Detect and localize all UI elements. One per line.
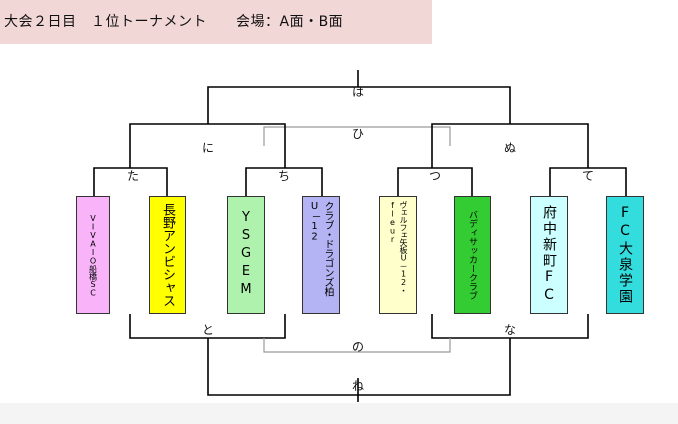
team-box-8: FC大泉学園 (606, 196, 644, 314)
lower-mid-connector (263, 338, 451, 353)
team-name: 府中新町FC (541, 205, 557, 305)
match-label-lower-mid: の (352, 340, 364, 354)
r1-c-connector (397, 167, 473, 196)
match-label-third-place-top: ひ (352, 127, 364, 141)
team-name: VIVAIO船橋SC (88, 213, 98, 297)
match-label-lower-left: と (202, 323, 214, 337)
header-banner: 大会２日目 １位トーナメント 会場：A面・B面 (0, 0, 432, 44)
match-label-semi-right: ぬ (504, 141, 516, 155)
team-name: FC大泉学園 (617, 205, 633, 305)
final-connector (207, 86, 511, 124)
match-label-final-top: は (352, 85, 364, 99)
match-label-lower-final: ね (352, 379, 364, 393)
team-name: YSGEM (238, 210, 254, 300)
r1-a-connector (93, 167, 168, 196)
page-title: 大会２日目 １位トーナメント 会場：A面・B面 (4, 14, 344, 30)
match-label-r1-c: つ (429, 169, 441, 183)
third-place-connector (263, 126, 451, 146)
upper-bracket-lines (93, 70, 627, 196)
team-name: ヴェルフェ矢板U－12・fleur (388, 201, 408, 294)
team-box-2: 長野アンビシャス (149, 196, 186, 314)
team-box-7: 府中新町FC (530, 196, 568, 314)
match-label-r1-d: て (582, 169, 594, 183)
semi-left-connector (129, 123, 286, 168)
match-label-semi-left: に (202, 141, 214, 155)
team-box-4: クラブ・ドラゴンズ柏 U－12 (302, 196, 340, 314)
team-name: 長野アンビシャス (160, 203, 175, 307)
match-label-lower-right: な (504, 323, 516, 337)
team-box-1: VIVAIO船橋SC (76, 196, 110, 314)
team-box-6: バディサッカークラブ (454, 196, 491, 314)
team-box-5: ヴェルフェ矢板U－12・fleur (379, 196, 417, 314)
team-box-3: YSGEM (227, 196, 265, 314)
team-name: クラブ・ドラゴンズ柏 U－12 (309, 201, 333, 306)
team-name: バディサッカークラブ (467, 210, 477, 300)
r1-d-connector (549, 167, 627, 196)
bottom-band (0, 403, 678, 424)
lower-final-connector (207, 338, 511, 396)
semi-right-connector (431, 123, 589, 168)
match-label-r1-b: ち (278, 169, 290, 183)
r1-b-connector (245, 167, 323, 196)
match-label-r1-a: た (127, 169, 139, 183)
lower-bracket-lines (129, 314, 589, 402)
